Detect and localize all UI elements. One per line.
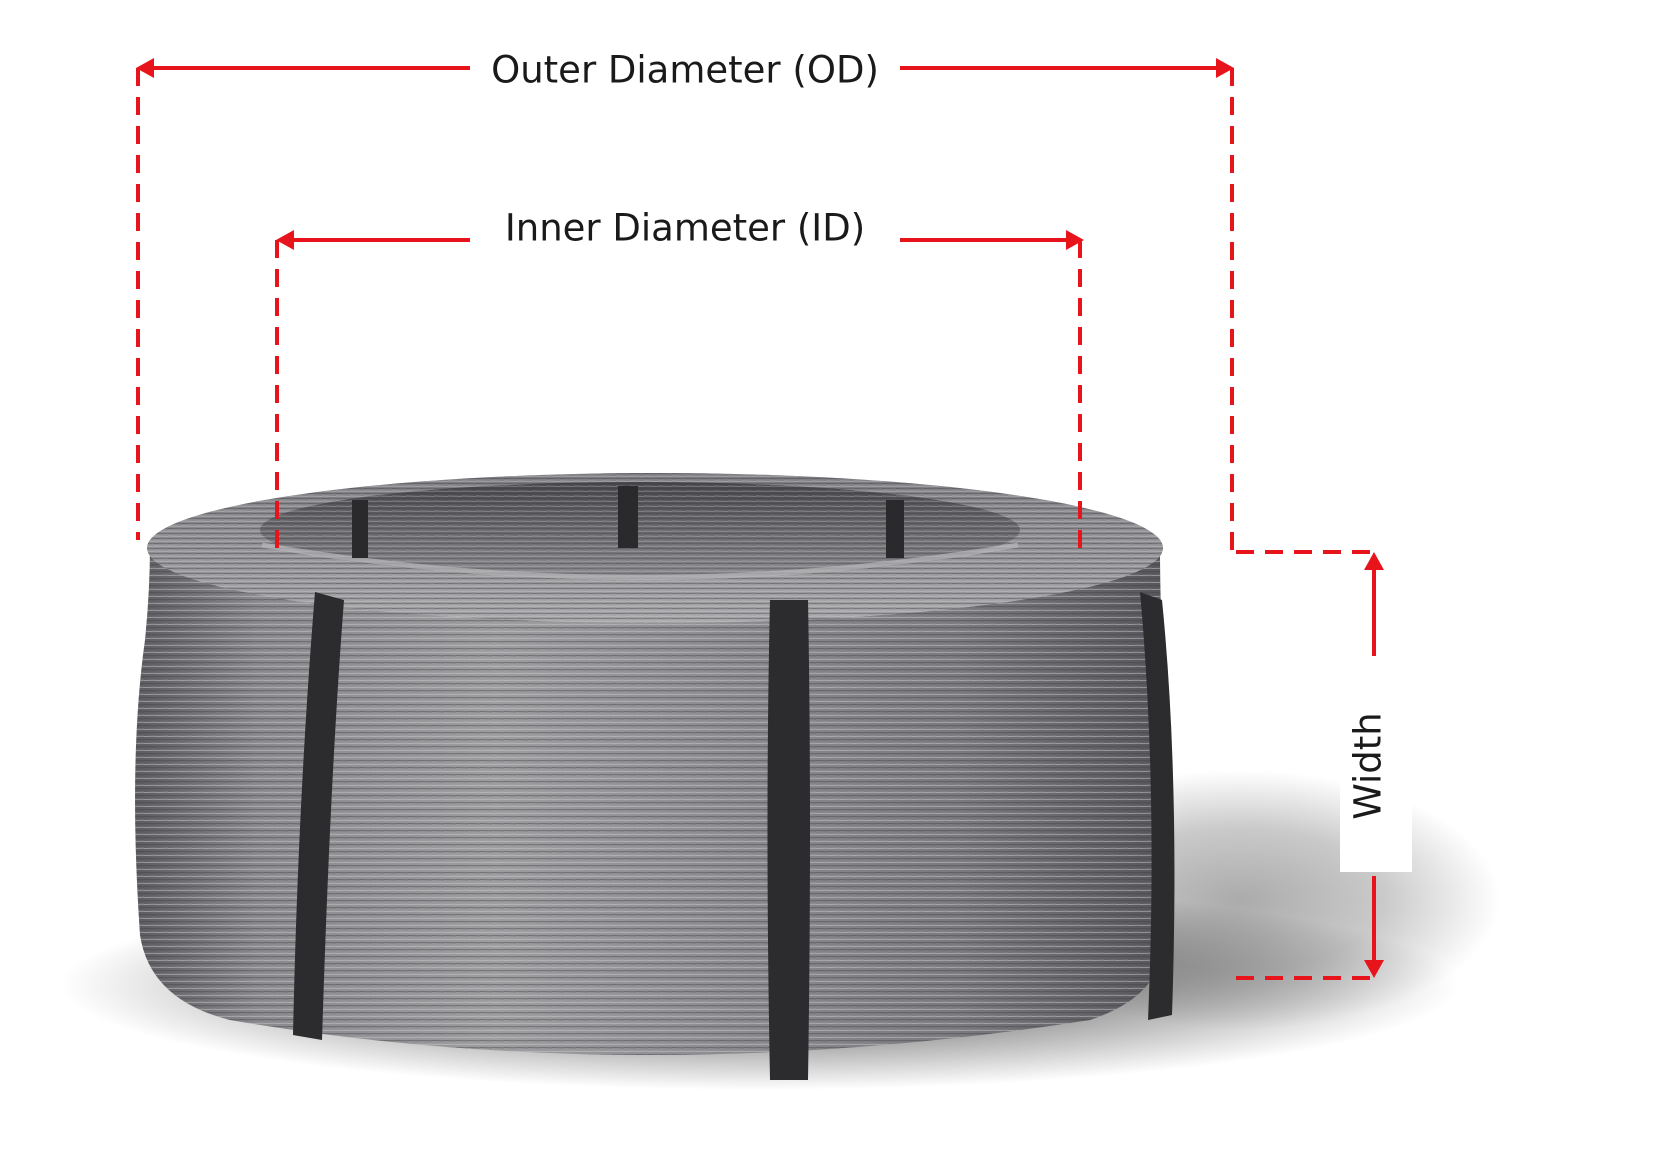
binding-strap-left [293,592,344,1040]
inner-strap-left [352,500,368,558]
outer-diameter-label: Outer Diameter (OD) [491,49,879,92]
binding-strap-right [1140,592,1175,1020]
width-arrow-down-icon [1364,960,1384,978]
width-arrow-up-icon [1364,552,1384,570]
id-arrow-right-icon [1066,230,1084,250]
inner-strap-center [618,486,638,548]
od-arrow-right-icon [1216,58,1234,78]
outer-diameter-dimension: Outer Diameter (OD) [136,49,1234,550]
coil-wire-texture [135,545,1169,1055]
width-label-backdrop [1340,660,1412,872]
steel-wire-coil-icon [135,473,1175,1080]
inner-strap-right [886,500,904,558]
width-dimension: Width [1236,550,1412,980]
id-arrow-left-icon [276,230,294,250]
inner-diameter-dimension: Inner Diameter (ID) [275,207,1084,548]
binding-strap-center [767,600,810,1080]
width-label: Width [1347,712,1390,820]
od-arrow-left-icon [136,58,154,78]
inner-diameter-label: Inner Diameter (ID) [505,207,865,250]
coil-inner-rim [261,542,1019,580]
coil-inner-hole-texture [260,482,1020,578]
